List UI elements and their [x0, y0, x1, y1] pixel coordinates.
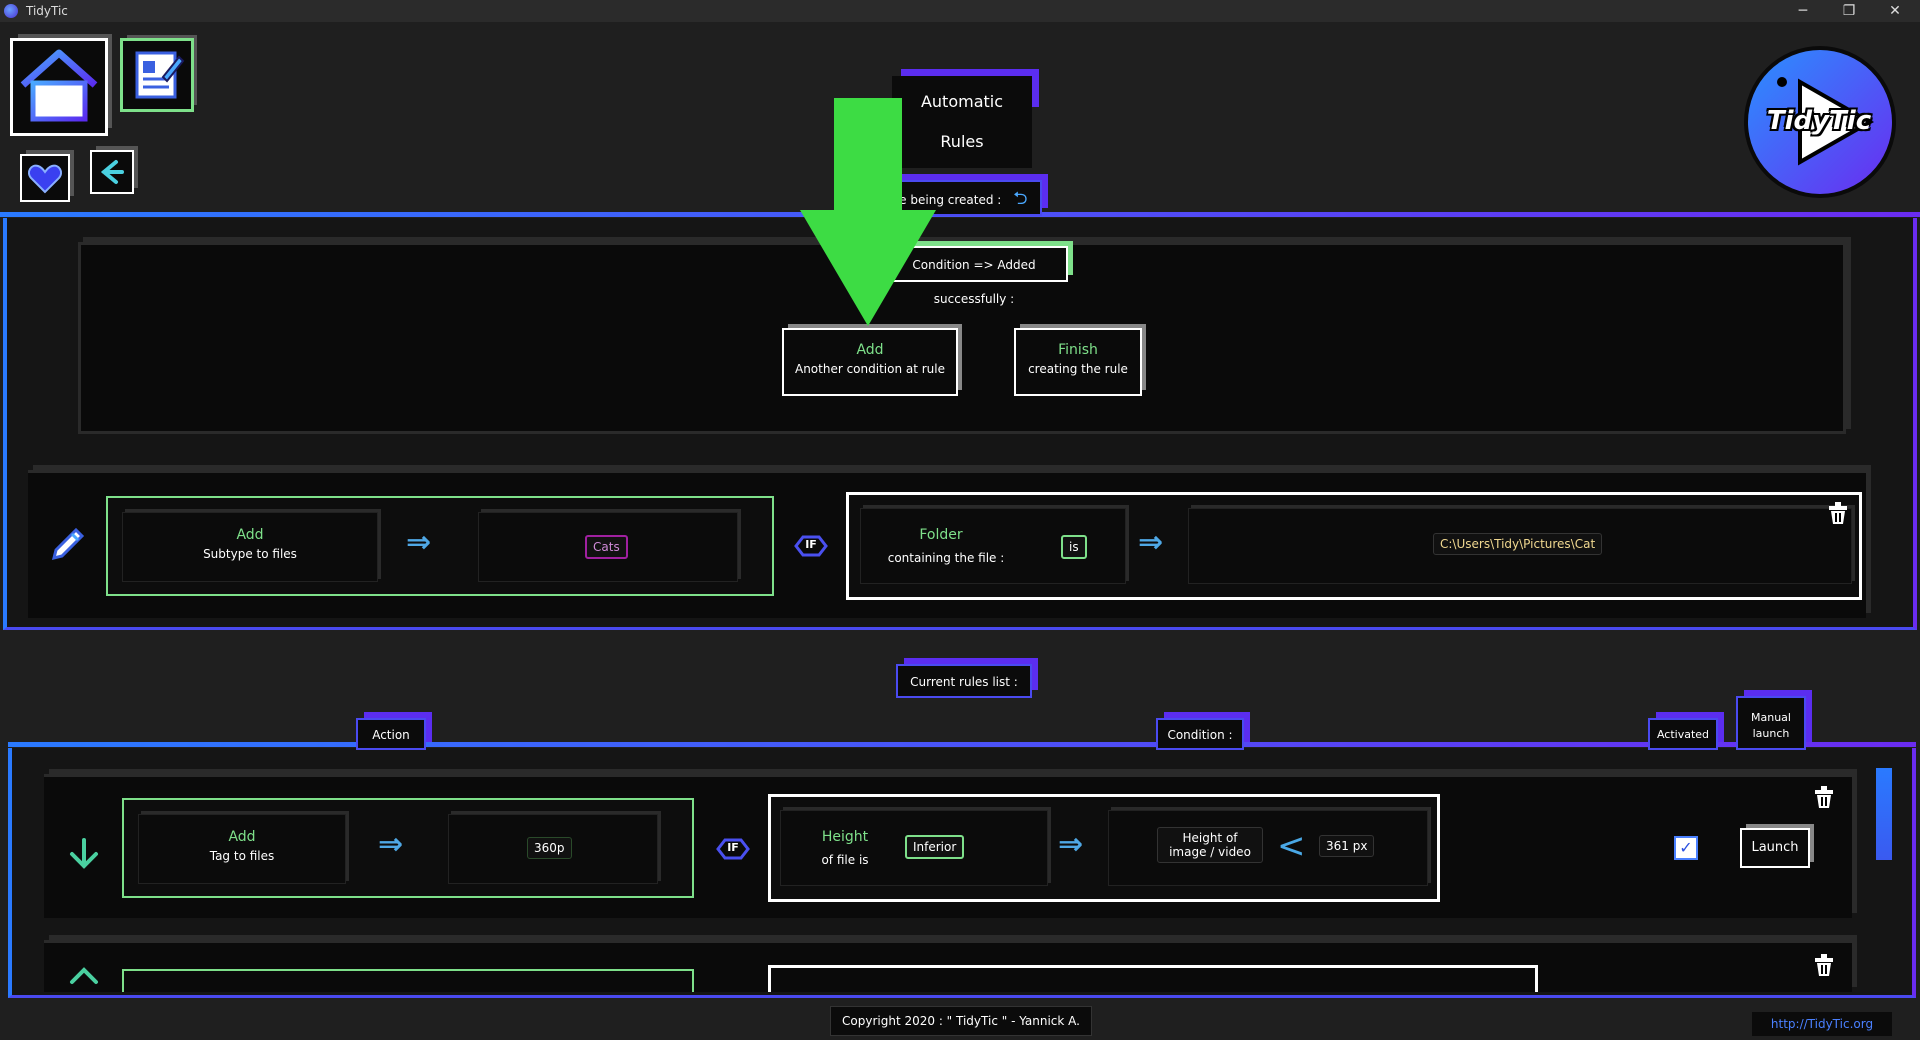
draft-condition-label: Folder containing the file : is: [860, 508, 1126, 584]
move-down-icon[interactable]: [66, 836, 102, 876]
scrollbar-thumb[interactable]: [1876, 768, 1892, 860]
launch-button[interactable]: Launch: [1740, 828, 1810, 868]
rules-frame-top: [8, 742, 1916, 747]
finish-title: Finish: [1058, 342, 1098, 358]
arrow-right-icon: ⇒: [406, 525, 432, 560]
row-action-label: Add Tag to files: [138, 814, 346, 884]
arrow-right-icon: ⇒: [1058, 827, 1084, 862]
draft-condition-value[interactable]: C:\Users\Tidy\Pictures\Cat: [1433, 533, 1603, 555]
undo-icon[interactable]: ⮌: [1013, 188, 1028, 209]
document-edit-icon: [135, 51, 185, 99]
rule-label-text: Rule being created :: [880, 193, 1002, 207]
draft-action-value-box: Cats: [478, 512, 738, 582]
tidytic-logo: TidyTic: [1740, 42, 1900, 202]
home-icon: [20, 49, 98, 122]
table-row: [44, 940, 1852, 992]
draft-action-title: Add: [236, 527, 264, 543]
draft-condition-value-box: C:\Users\Tidy\Pictures\Cat: [1188, 508, 1852, 584]
add-condition-title: Add: [856, 342, 884, 358]
header-activated: Activated: [1648, 718, 1718, 750]
row-condition-comparator: <: [1277, 826, 1306, 866]
finish-rule-button[interactable]: Finish creating the rule: [1014, 328, 1142, 396]
pointer-arrow-icon: [800, 98, 936, 332]
row-action-title: Add: [228, 829, 256, 845]
row-condition-title: Height: [821, 829, 869, 845]
if-label: IF: [727, 841, 739, 854]
logo-icon: [1744, 46, 1896, 198]
if-badge: IF: [716, 838, 750, 864]
home-button[interactable]: [10, 38, 108, 136]
draft-action-value[interactable]: Cats: [585, 535, 628, 559]
header-manual-launch: Manual launch: [1736, 696, 1806, 750]
draft-action-subtitle: Subtype to files: [203, 547, 297, 561]
add-condition-button[interactable]: Add Another condition at rule: [782, 328, 958, 396]
trash-icon[interactable]: [1812, 784, 1836, 814]
rules-list-title: Current rules list :: [896, 664, 1032, 698]
row-action-subtitle: Tag to files: [209, 849, 275, 863]
row-condition-box: [768, 965, 1538, 992]
heart-icon: [28, 164, 62, 194]
row-action-box: [122, 969, 694, 992]
trash-icon[interactable]: [1826, 500, 1850, 530]
favorites-button[interactable]: [20, 154, 70, 202]
arrow-right-icon: ⇒: [1138, 525, 1164, 560]
row-action-value-box: 360p: [448, 814, 658, 884]
row-condition-value-box: Height of image / video < 361 px: [1108, 810, 1428, 886]
move-up-icon[interactable]: [66, 964, 102, 998]
row-condition-target: Height of image / video: [1157, 827, 1263, 863]
copyright-text: Copyright 2020 : " TidyTic " - Yannick A…: [830, 1006, 1092, 1036]
row-condition-subtitle: of file is: [821, 853, 869, 867]
draft-condition-subtitle: containing the file :: [887, 551, 1005, 565]
website-link[interactable]: http://TidyTic.org: [1752, 1012, 1892, 1036]
draft-operator[interactable]: is: [1061, 535, 1087, 559]
page-title-text: Automatic Rules: [892, 76, 1032, 168]
activated-checkbox[interactable]: ✓: [1674, 836, 1698, 860]
row-condition-label: Height of file is Inferior: [780, 810, 1048, 886]
if-badge: IF: [794, 535, 828, 561]
row-condition-operator: Inferior: [905, 835, 965, 859]
finish-subtitle: creating the rule: [1028, 362, 1128, 376]
arrow-right-icon: ⇒: [378, 827, 404, 862]
edit-rules-button[interactable]: [120, 38, 194, 112]
title-bar: TidyTic ─ ❐ ✕: [0, 0, 1920, 22]
trash-icon[interactable]: [1812, 952, 1836, 982]
add-condition-subtitle: Another condition at rule: [794, 362, 946, 376]
restore-button[interactable]: ❐: [1842, 3, 1856, 19]
arrow-left-icon: [100, 160, 124, 184]
draft-action-label: Add Subtype to files: [122, 512, 378, 582]
minimize-button[interactable]: ─: [1798, 3, 1808, 19]
pencil-icon[interactable]: [48, 524, 88, 568]
creation-message-area: [78, 242, 1846, 434]
if-label: IF: [805, 538, 817, 551]
header-action: Action: [356, 718, 426, 750]
row-condition-value: 361 px: [1319, 835, 1375, 857]
logo-text: TidyTic: [1766, 106, 1872, 136]
close-button[interactable]: ✕: [1889, 3, 1901, 19]
window-title: TidyTic: [26, 4, 68, 18]
page-title: Automatic Rules: [892, 76, 1032, 168]
draft-condition-title: Folder: [919, 527, 963, 543]
row-action-value: 360p: [527, 837, 572, 859]
header-condition: Condition :: [1156, 718, 1244, 750]
back-button[interactable]: [90, 150, 134, 194]
app-icon: [4, 4, 18, 18]
